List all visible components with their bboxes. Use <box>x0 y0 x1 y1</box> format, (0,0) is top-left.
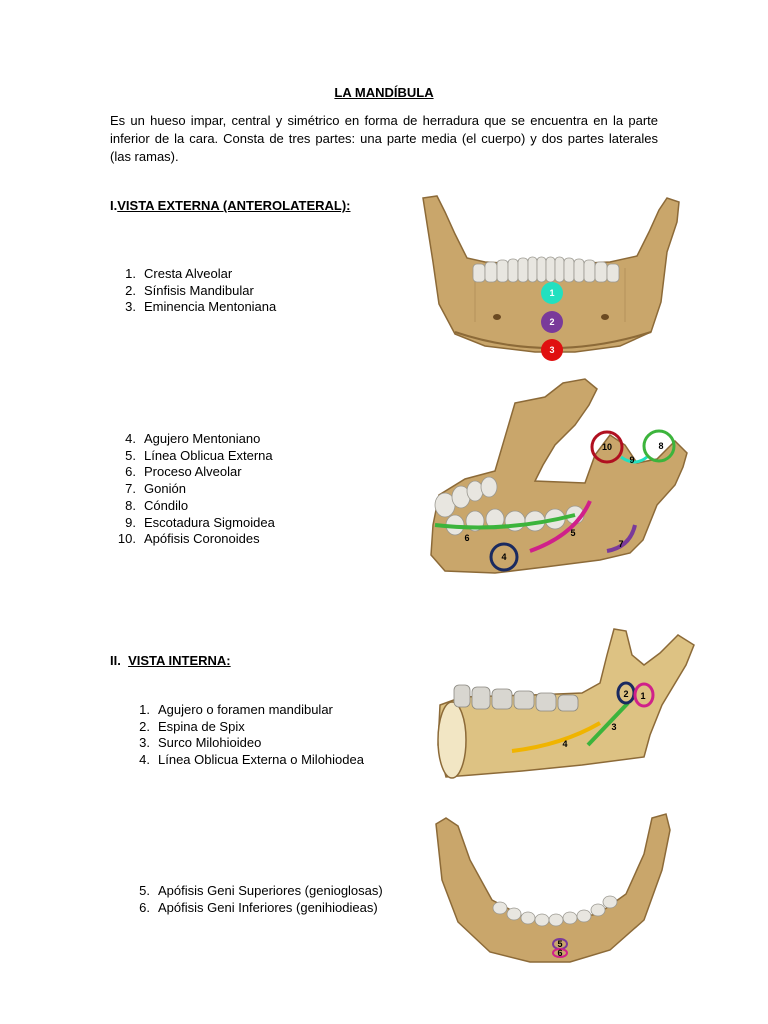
list-item: 1.Agujero o foramen mandibular <box>139 702 333 717</box>
marker-6-circle <box>552 948 568 958</box>
section-1-title: VISTA EXTERNA (ANTEROLATERAL): <box>117 198 351 213</box>
marker-1-cyan <box>541 282 563 304</box>
marker-9-label: 9 <box>629 455 634 465</box>
list-item: 2.Sínfisis Mandibular <box>125 282 254 298</box>
section-2-title: VISTA INTERNA: <box>128 653 231 668</box>
marker-3-label: 3 <box>611 722 616 732</box>
mandible-frontal-figure: 1 2 3 <box>422 195 680 361</box>
teeth-row <box>492 895 618 927</box>
list-item: 9.Escotadura Sigmoidea <box>125 514 275 530</box>
marker-2-label: 2 <box>623 689 628 699</box>
marker-10-circle <box>590 430 624 464</box>
marker-3-red <box>541 339 563 361</box>
section-1-list-a: 1.Cresta Alveolar 2.Sínfisis Mandibular … <box>110 266 276 316</box>
list-item: 6.Apófisis Geni Inferiores (genihiodieas… <box>139 899 378 915</box>
list-item: 3.Surco Milohioideo <box>139 735 262 751</box>
marker-6-label: 6 <box>464 533 469 543</box>
line-3-green <box>586 701 630 747</box>
marker-5-label: 5 <box>557 939 562 949</box>
intro-paragraph: Es un hueso impar, central y simétrico e… <box>110 113 658 164</box>
mandible-internal-figure: 2 1 3 4 <box>437 628 695 779</box>
line-9-cyan <box>620 455 648 464</box>
line-7-purple <box>606 524 637 553</box>
line-4-yellow <box>511 721 602 753</box>
list-item: 7.Gonión <box>125 481 186 497</box>
list-item: 4.Línea Oblicua Externa o Milohiodea <box>139 752 364 768</box>
list-item: 3.Eminencia Mentoniana <box>125 299 277 315</box>
marker-3-label: 3 <box>549 345 554 355</box>
document-title: LA MANDÍBULA <box>334 85 434 100</box>
section-1-prefix: I. <box>110 198 118 213</box>
marker-1-label: 1 <box>549 288 554 298</box>
section-1-heading: I.VISTA EXTERNA (ANTEROLATERAL): <box>110 198 351 213</box>
teeth-row <box>472 256 620 283</box>
mandible-bone <box>430 378 688 574</box>
marker-2-purple <box>541 311 563 333</box>
marker-6-label: 6 <box>557 948 562 958</box>
marker-1-label: 1 <box>640 691 645 701</box>
list-item: 5.Apófisis Geni Superiores (genioglosas) <box>139 883 383 898</box>
list-item: 1.Cresta Alveolar <box>125 266 233 281</box>
section-1-list-b: 4.Agujero Mentoniano 5.Línea Oblicua Ext… <box>110 431 275 548</box>
list-item: 2.Espina de Spix <box>139 718 245 734</box>
mandible-lateral-figure: 10 8 9 4 5 6 7 <box>430 378 688 574</box>
list-item: 4.Agujero Mentoniano <box>125 431 261 446</box>
list-item: 10.Apófisis Coronoides <box>117 531 260 547</box>
section-2-prefix: II. <box>110 653 121 668</box>
marker-7-label: 7 <box>618 539 623 549</box>
teeth-row <box>453 684 579 712</box>
section-2-list-b: 5.Apófisis Geni Superiores (genioglosas)… <box>124 883 383 916</box>
marker-1-circle <box>633 682 655 708</box>
marker-5-label: 5 <box>570 528 575 538</box>
marker-4-circle <box>489 542 519 572</box>
list-item: 5.Línea Oblicua Externa <box>125 447 273 463</box>
marker-10-label: 10 <box>602 442 612 452</box>
marker-4-label: 4 <box>501 552 506 562</box>
list-item: 8.Cóndilo <box>125 497 189 513</box>
mandible-bone <box>435 813 671 963</box>
line-5-magenta <box>529 500 592 553</box>
marker-8-circle <box>642 429 676 463</box>
list-item: 6.Proceso Alveolar <box>125 464 242 480</box>
marker-8-label: 8 <box>658 441 663 451</box>
line-6-green <box>434 513 576 530</box>
section-2-list-a: 1.Agujero o foramen mandibular 2.Espina … <box>124 702 364 769</box>
section-2-heading: II. VISTA INTERNA: <box>110 653 231 668</box>
marker-2-label: 2 <box>549 317 554 327</box>
marker-4-label: 4 <box>562 739 567 749</box>
mandible-posterior-figure: 5 6 <box>435 813 671 963</box>
